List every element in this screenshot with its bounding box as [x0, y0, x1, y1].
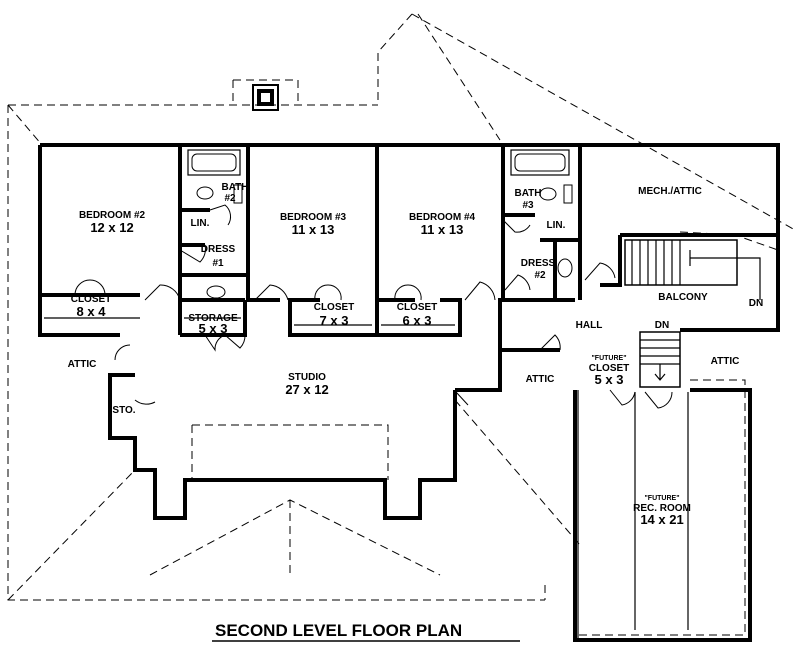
- bath-2-label: BATH: [221, 182, 248, 193]
- bedroom-3-size: 11 x 13: [292, 222, 335, 237]
- rec-room-size: 14 x 21: [640, 512, 683, 527]
- rec-room-lines: [577, 390, 689, 640]
- closet-1-size: 8 x 4: [77, 304, 107, 319]
- chimney: [252, 84, 279, 111]
- storage-size: 5 x 3: [199, 321, 228, 336]
- mech-attic-label: MECH./ATTIC: [638, 186, 702, 197]
- hall-label: HALL: [576, 320, 603, 331]
- rec-room-tag: "FUTURE": [644, 495, 679, 502]
- bath-3-number: #3: [522, 200, 534, 211]
- dress-1-number: #1: [212, 258, 224, 269]
- stairs-to-balcony: [624, 239, 761, 300]
- closet-2-label: CLOSET: [314, 302, 355, 313]
- exterior-walls: [38, 143, 780, 642]
- bath-fixtures: [187, 149, 573, 299]
- attic-mid-label: ATTIC: [526, 374, 555, 385]
- lin-1-label: LIN.: [191, 218, 210, 229]
- attic-left-label: ATTIC: [68, 359, 97, 370]
- bedroom-4-label: BEDROOM #4: [409, 212, 476, 223]
- studio-label: STUDIO: [288, 372, 326, 383]
- lin-2-label: LIN.: [547, 220, 566, 231]
- closet-shelves: [44, 317, 455, 326]
- bath-2-number: #2: [224, 193, 236, 204]
- future-closet-size: 5 x 3: [595, 372, 624, 387]
- bedroom-2-label: BEDROOM #2: [79, 210, 146, 221]
- closet-1-label: CLOSET: [71, 294, 112, 305]
- storage-label: STORAGE: [188, 313, 238, 324]
- dress-1-label: DRESS: [201, 244, 236, 255]
- dn-label-hall: DN: [655, 320, 669, 331]
- future-closet-tag: "FUTURE": [591, 355, 626, 362]
- attic-right-label: ATTIC: [711, 356, 740, 367]
- stairs-to-rec-room: [639, 331, 681, 388]
- dress-2-number: #2: [534, 270, 546, 281]
- plan-title: SECOND LEVEL FLOOR PLAN: [215, 621, 462, 640]
- sto-label: STO.: [112, 405, 135, 416]
- closet-2-size: 7 x 3: [320, 313, 349, 328]
- room-labels: BEDROOM #2 12 x 12 BATH #2 LIN. DRESS #1…: [68, 182, 764, 527]
- balcony-label: BALCONY: [658, 292, 708, 303]
- closet-3-size: 6 x 3: [403, 313, 432, 328]
- bedroom-3-label: BEDROOM #3: [280, 212, 347, 223]
- door-swings: [74, 204, 673, 409]
- dn-label-balcony: DN: [749, 298, 763, 309]
- studio-size: 27 x 12: [285, 382, 328, 397]
- dress-2-label: DRESS: [521, 258, 556, 269]
- future-closet-label: CLOSET: [589, 363, 630, 374]
- bedroom-4-size: 11 x 13: [421, 222, 464, 237]
- rec-room-label: REC. ROOM: [633, 503, 691, 514]
- bath-3-label: BATH: [514, 188, 541, 199]
- closet-3-label: CLOSET: [397, 302, 438, 313]
- bedroom-2-size: 12 x 12: [90, 220, 133, 235]
